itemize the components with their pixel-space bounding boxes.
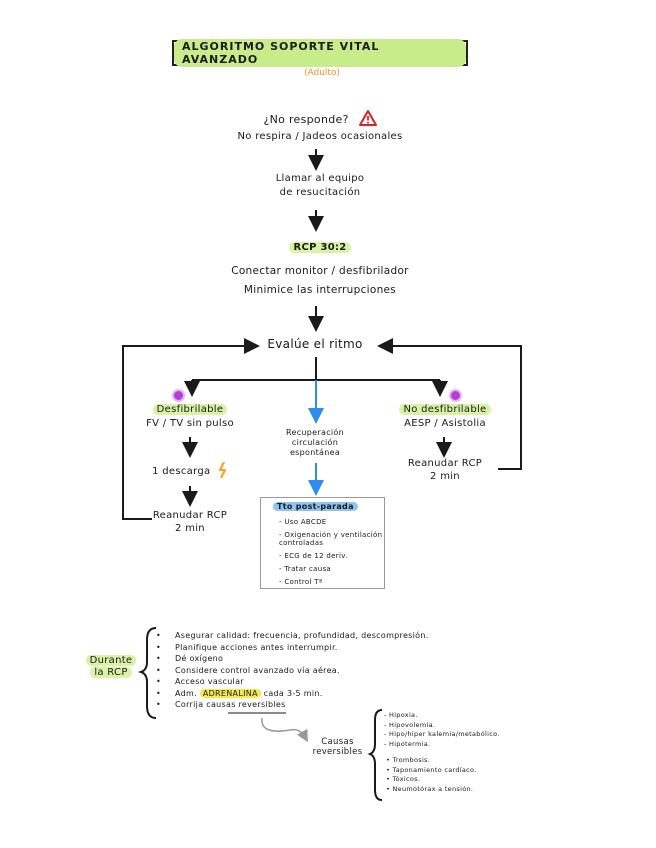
reversible-causes-label-line2: reversibles bbox=[312, 747, 363, 757]
post-arrest-item: - Oxigenación y ventilación controladas bbox=[279, 531, 383, 547]
shockable-resume-line2: 2 min bbox=[175, 523, 205, 534]
reversible-causes-h-list: - Hipoxia. - Hipovolemia. - Hipo/hiper k… bbox=[384, 711, 500, 749]
during-cpr-list: Asegurar calidad: frecuencia, profundida… bbox=[156, 630, 429, 711]
shockable-title-label: Desfibrilable bbox=[152, 404, 228, 415]
rosc-text: Recuperación circulación espontánea bbox=[270, 428, 360, 458]
during-cpr-item: Dé oxígeno bbox=[156, 653, 429, 665]
reversible-cause-h: - Hipo/hiper kalemia/metabólico. bbox=[384, 730, 500, 738]
non-shockable-rhythm: AESP / Asistolia bbox=[404, 418, 486, 429]
non-shockable-title: No desfibrilable bbox=[380, 404, 510, 415]
reversible-cause-t: • Neumotórax a tensión. bbox=[386, 784, 474, 793]
reversible-cause-h: - Hipovolemia. bbox=[384, 720, 436, 729]
during-cpr-label: Durante la RCP bbox=[76, 655, 146, 679]
non-shockable-marker-icon bbox=[449, 389, 462, 402]
reversible-cause-h: - Hipoxia. bbox=[384, 711, 418, 719]
step-rcp-label: RCP 30:2 bbox=[289, 242, 351, 253]
shockable-action-label: 1 descarga bbox=[152, 466, 211, 477]
non-shockable-resume-line1: Reanudar RCP bbox=[407, 458, 483, 469]
reversible-causes-label: Causas reversibles bbox=[300, 737, 375, 757]
during-cpr-label-line1: Durante bbox=[85, 655, 137, 666]
during-cpr-brace bbox=[137, 627, 157, 719]
shockable-title: Desfibrilable bbox=[130, 404, 250, 415]
shockable-rhythm: FV / TV sin pulso bbox=[146, 418, 234, 429]
during-cpr-item: Acceso vascular bbox=[156, 676, 429, 688]
post-arrest-title: Tto post-parada bbox=[273, 502, 358, 511]
post-arrest-item: - Control Tª bbox=[279, 578, 323, 586]
during-cpr-item: Considere control avanzado vía aérea. bbox=[156, 665, 429, 677]
step-no-responde-label: ¿No responde? bbox=[263, 113, 349, 126]
rosc-line1: Recuperación bbox=[286, 428, 344, 437]
step-evalue-ritmo: Evalúe el ritmo bbox=[267, 337, 363, 351]
step-rcp: RCP 30:2 bbox=[220, 242, 420, 253]
post-arrest-box: Tto post-parada - Uso ABCDE - Oxigenació… bbox=[260, 497, 385, 589]
lightning-bolt-icon bbox=[218, 460, 226, 480]
rosc-line3: espontánea bbox=[289, 448, 341, 457]
post-arrest-list: - Uso ABCDE - Oxigenación y ventilación … bbox=[279, 518, 384, 591]
during-cpr-item-adrenaline: Adm. ADRENALINA cada 3-5 min. bbox=[156, 688, 429, 700]
step-llamar-line2: de resucitación bbox=[279, 187, 361, 198]
step-conectar: Conectar monitor / desfibrilador bbox=[231, 265, 409, 277]
reversible-causes-brace bbox=[367, 709, 383, 801]
reversible-cause-t: • Tóxicos. bbox=[386, 775, 421, 783]
shockable-action: 1 descarga bbox=[140, 460, 240, 480]
step-llamar-line1: Llamar al equipo bbox=[275, 173, 365, 184]
post-arrest-item: - Tratar causa bbox=[279, 565, 332, 573]
post-arrest-title-label: Tto post-parada bbox=[273, 502, 358, 511]
reversible-cause-h: - Hipotermia. bbox=[384, 739, 431, 748]
page-title: ALGORITMO SOPORTE VITAL AVANZADO bbox=[174, 39, 466, 67]
step-minimice: Minimice las interrupciones bbox=[243, 284, 397, 296]
reversible-curved-arrow bbox=[261, 717, 308, 743]
adrenaline-highlight: ADRENALINA bbox=[199, 688, 261, 698]
shockable-loop bbox=[122, 338, 260, 520]
during-cpr-item-reversible: Corrija causas reversibles bbox=[156, 699, 429, 711]
non-shockable-resume-line2: 2 min bbox=[430, 471, 460, 482]
page-subtitle: (Adulto) bbox=[304, 68, 340, 78]
non-shockable-title-label: No desfibrilable bbox=[399, 404, 491, 415]
reversible-causes-t-list: • Trombosis. • Taponamiento cardíaco. • … bbox=[386, 756, 477, 794]
shockable-resume-line1: Reanudar RCP bbox=[152, 510, 228, 521]
reversible-causes-link: causas reversibles bbox=[206, 700, 286, 709]
during-cpr-item: Asegurar calidad: frecuencia, profundida… bbox=[156, 630, 429, 642]
reversible-cause-t: • Taponamiento cardíaco. bbox=[386, 765, 477, 774]
during-cpr-item: Planifique acciones antes interrumpir. bbox=[156, 642, 429, 654]
non-shockable-loop bbox=[377, 338, 522, 470]
title-box: ALGORITMO SOPORTE VITAL AVANZADO bbox=[172, 39, 468, 67]
post-arrest-item: - Uso ABCDE bbox=[279, 518, 327, 526]
warning-triangle-icon bbox=[358, 110, 377, 126]
during-cpr-label-line2: la RCP bbox=[90, 667, 132, 678]
step-no-responde: ¿No responde? bbox=[200, 110, 440, 126]
post-arrest-item: - ECG de 12 deriv. bbox=[279, 552, 348, 560]
step-no-respira: No respira / Jadeos ocasionales bbox=[237, 131, 403, 142]
reversible-causes-label-line1: Causas bbox=[321, 737, 354, 747]
rosc-line2: circulación bbox=[291, 438, 339, 447]
reversible-cause-t: • Trombosis. bbox=[386, 756, 431, 764]
